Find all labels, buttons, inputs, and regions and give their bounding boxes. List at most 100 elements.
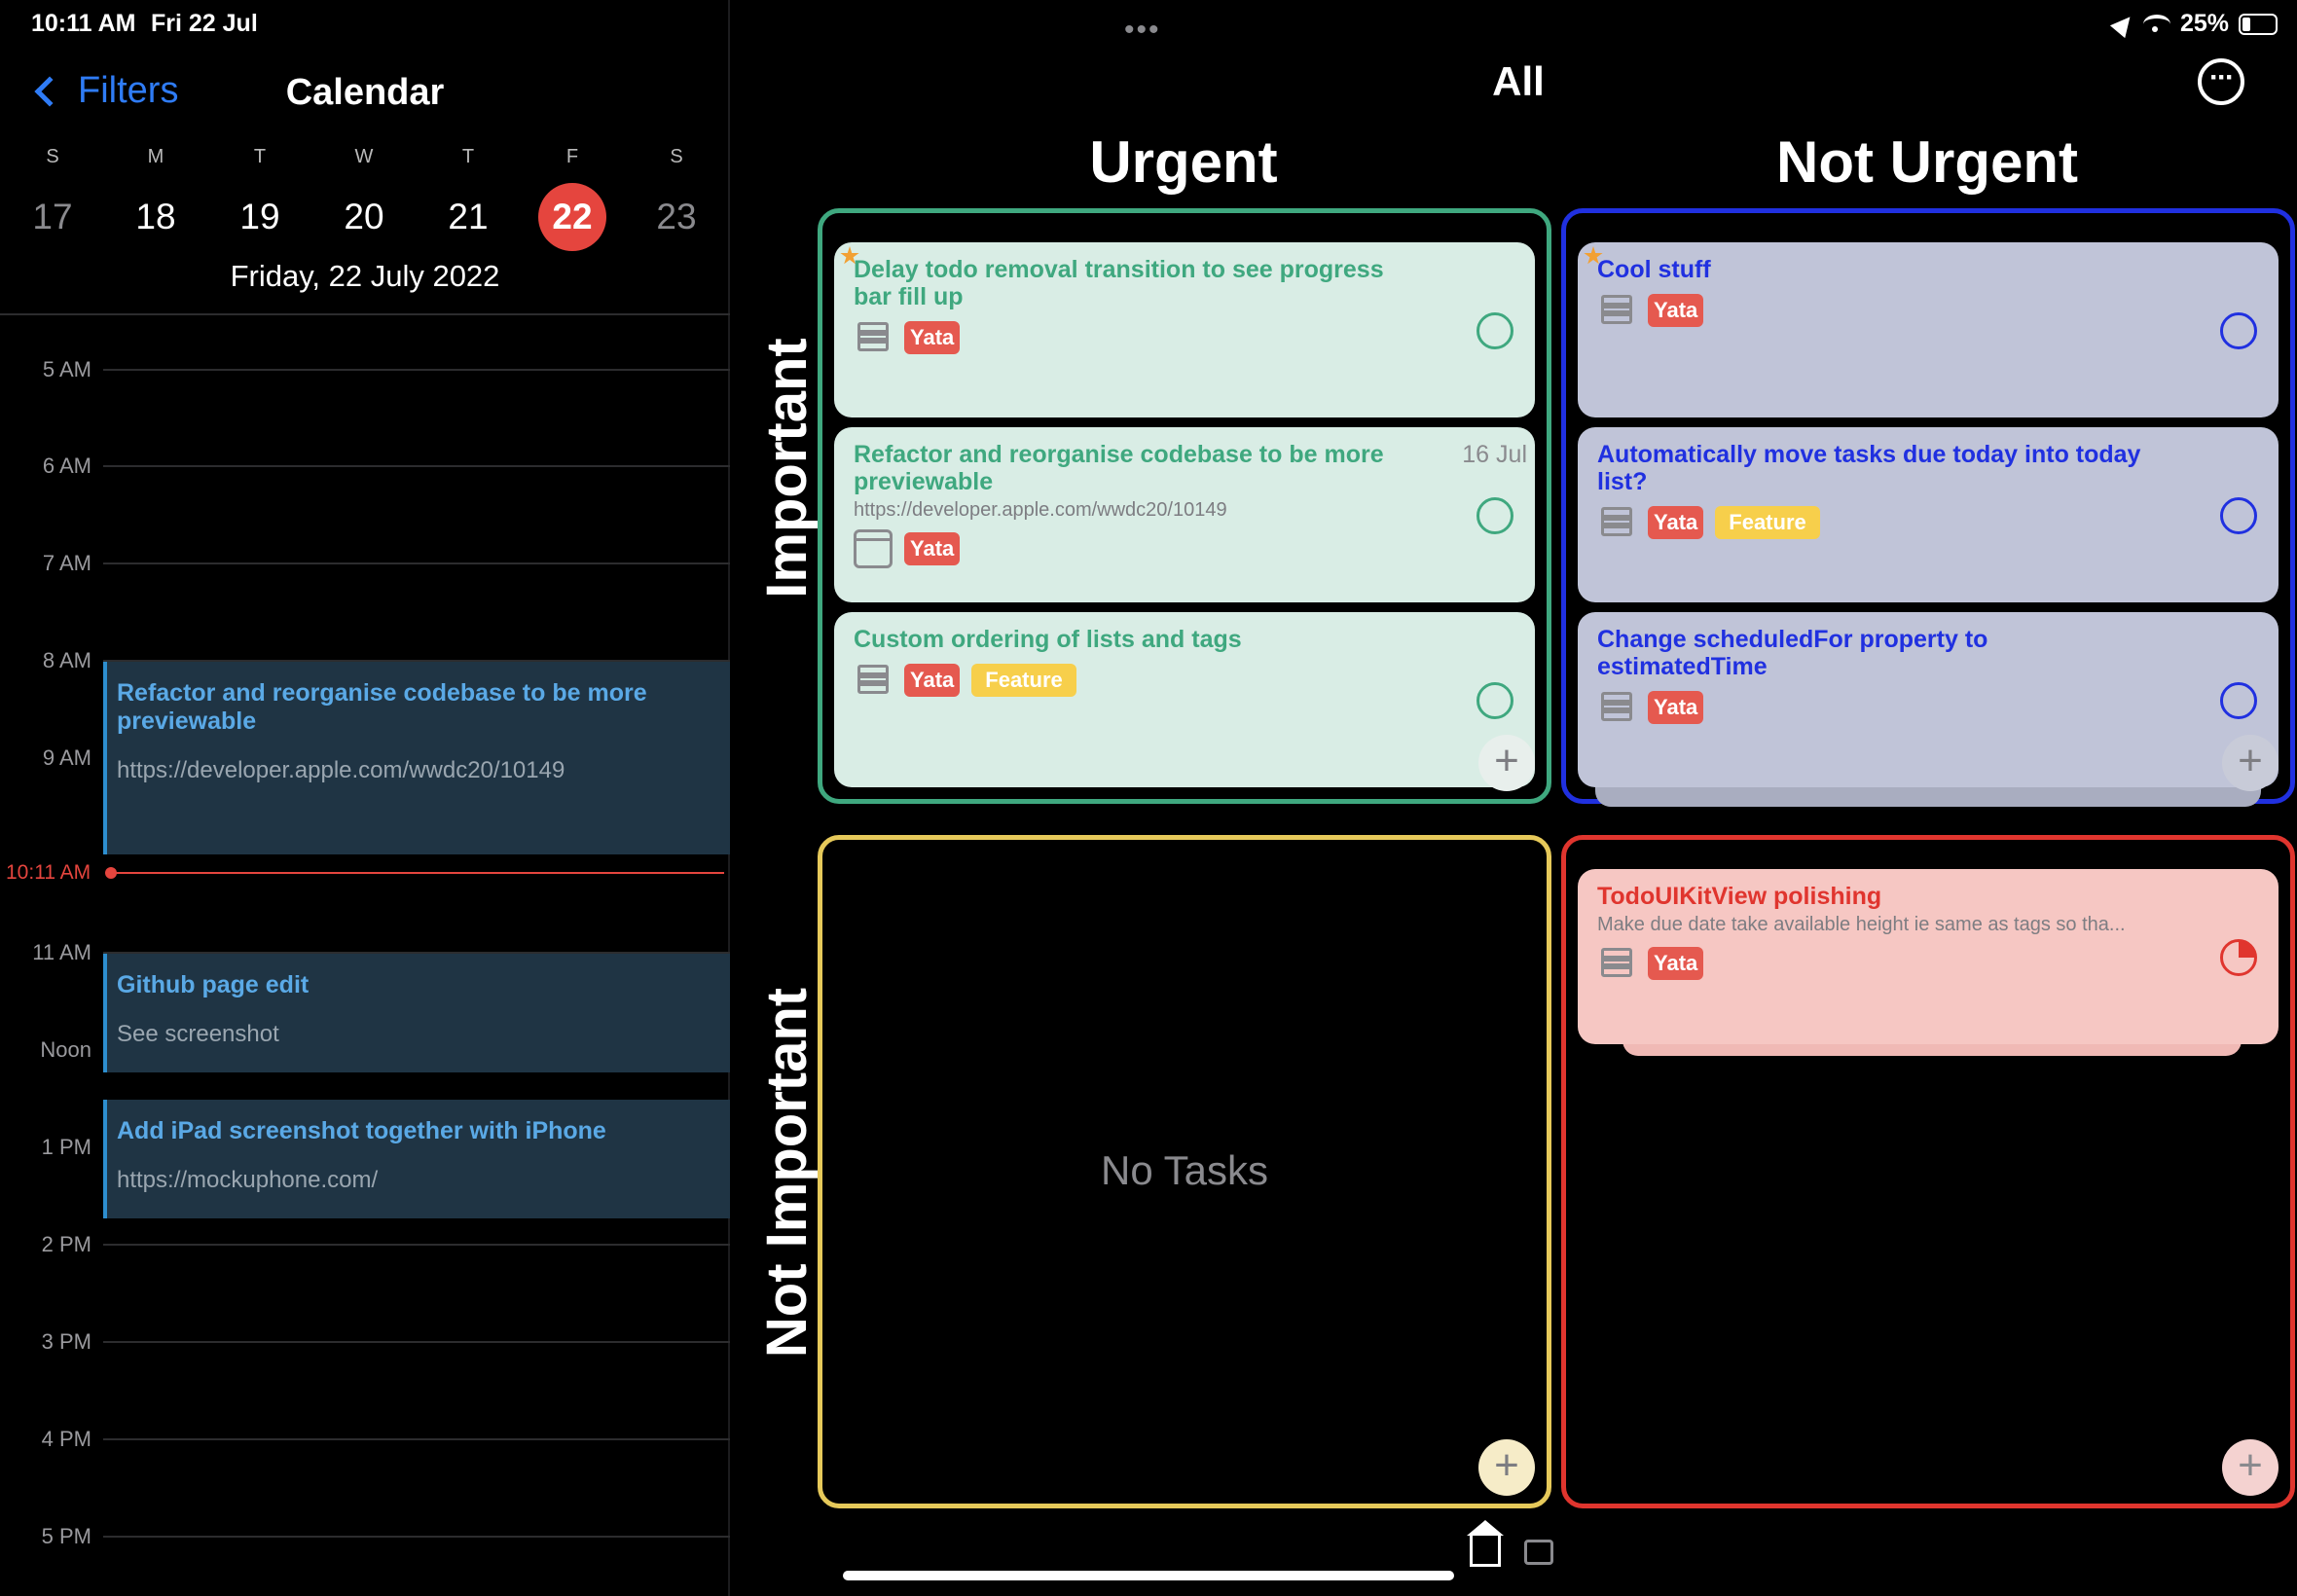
complete-checkbox[interactable] — [1477, 682, 1513, 719]
day-number: 22 — [538, 183, 606, 251]
list-icon[interactable] — [1524, 1540, 1553, 1565]
day-number: 21 — [448, 197, 489, 236]
multitask-handle[interactable]: ••• — [1124, 14, 1161, 46]
calendar-event[interactable]: Add iPad screenshot together with iPhone… — [103, 1100, 730, 1218]
add-task-button[interactable]: + — [2222, 1439, 2279, 1496]
home-icon[interactable] — [1467, 1520, 1504, 1567]
hour-row: 5 AM — [0, 357, 730, 398]
stack-icon — [1597, 944, 1636, 983]
task-tags: Yata — [854, 529, 1515, 568]
status-date: Fri 22 Jul — [151, 10, 258, 37]
stack-icon — [1597, 291, 1636, 330]
wifi-icon — [2142, 14, 2170, 34]
task-card[interactable]: Change scheduledFor property to estimate… — [1578, 612, 2279, 787]
progress-checkbox[interactable] — [2220, 939, 2257, 976]
day-number: 23 — [656, 197, 697, 236]
complete-checkbox[interactable] — [1477, 312, 1513, 349]
complete-checkbox[interactable] — [1477, 497, 1513, 534]
hour-label: Noon — [40, 1037, 91, 1062]
battery-percent: 25% — [2179, 10, 2229, 37]
hour-label: 3 PM — [41, 1329, 91, 1354]
hour-line — [103, 1438, 730, 1440]
hour-row: 11 AM — [0, 940, 730, 981]
task-title: Refactor and reorganise codebase to be m… — [854, 441, 1384, 495]
hour-label: 8 AM — [42, 648, 91, 672]
hour-line — [103, 1244, 730, 1246]
task-title: Change scheduledFor property to estimate… — [1597, 626, 1988, 680]
quadrant-not-urgent-not-important: TodoUIKitView polishing Make due date ta… — [1561, 835, 2295, 1508]
hour-row: 5 PM — [0, 1524, 730, 1565]
stack-icon — [1597, 688, 1636, 727]
stack-icon — [854, 318, 893, 357]
due-date: 16 Jul — [1462, 441, 1527, 468]
home-indicator[interactable] — [843, 1571, 1454, 1580]
event-title: Add iPad screenshot together with iPhone — [117, 1117, 606, 1144]
back-label: Filters — [78, 70, 179, 111]
day-sun[interactable]: S 17 — [14, 146, 91, 251]
task-card[interactable]: Custom ordering of lists and tags Yata F… — [834, 612, 1535, 787]
row-header-important: Important — [755, 338, 819, 598]
task-title: Automatically move tasks due today into … — [1597, 441, 2141, 495]
card-stack-shadow — [1595, 787, 2261, 807]
day-letter: T — [253, 146, 267, 167]
task-card[interactable]: Refactor and reorganise codebase to be m… — [834, 427, 1535, 602]
day-fri[interactable]: F 22 — [533, 146, 611, 251]
hour-label: 1 PM — [41, 1135, 91, 1159]
add-task-button[interactable]: + — [1478, 1439, 1535, 1496]
hour-line — [103, 952, 730, 954]
complete-checkbox[interactable] — [2220, 682, 2257, 719]
filters-back-button[interactable]: Filters — [29, 70, 178, 112]
tag-yata: Yata — [904, 321, 961, 354]
add-task-button[interactable]: + — [2222, 735, 2279, 791]
tag-yata: Yata — [1648, 506, 1704, 539]
task-tags: Yata Feature — [1597, 503, 2259, 542]
event-note: https://mockuphone.com/ — [117, 1167, 379, 1193]
complete-checkbox[interactable] — [2220, 497, 2257, 534]
calendar-event[interactable]: Refactor and reorganise codebase to be m… — [103, 662, 730, 854]
hour-label: 5 AM — [42, 357, 91, 381]
hour-line — [103, 465, 730, 467]
hour-row: 7 AM — [0, 551, 730, 592]
event-title: Refactor and reorganise codebase to be m… — [117, 679, 647, 735]
task-subtitle: Make due date take available height ie s… — [1597, 914, 2126, 935]
hour-label: 5 PM — [41, 1524, 91, 1548]
quadrant-urgent-important: Delay todo removal transition to see pro… — [818, 208, 1551, 804]
quadrant-not-urgent-important: Cool stuff Yata Automatically move tasks… — [1561, 208, 2295, 807]
task-title: Custom ordering of lists and tags — [854, 626, 1242, 653]
day-letter: S — [46, 146, 59, 167]
day-number: 20 — [344, 197, 384, 236]
current-time-label: 10:11 AM — [6, 861, 91, 884]
hour-label: 2 PM — [41, 1232, 91, 1256]
day-letter: S — [670, 146, 683, 167]
day-letter: W — [354, 146, 374, 167]
more-options-button[interactable]: ··· — [2198, 58, 2244, 105]
tag-yata: Yata — [904, 664, 961, 697]
hour-label: 9 AM — [42, 745, 91, 770]
add-task-button[interactable]: + — [1478, 735, 1535, 791]
day-number: 17 — [32, 197, 73, 236]
quadrant-urgent-not-important: No Tasks + — [818, 835, 1551, 1508]
hour-row: 2 PM — [0, 1232, 730, 1273]
task-tags: Yata — [1597, 291, 2259, 330]
column-header-urgent: Urgent — [1089, 129, 1278, 195]
hour-line — [103, 369, 730, 371]
task-title: TodoUIKitView polishing — [1597, 883, 1882, 910]
day-wed[interactable]: W 20 — [325, 146, 403, 251]
complete-checkbox[interactable] — [2220, 312, 2257, 349]
task-card[interactable]: Cool stuff Yata — [1578, 242, 2279, 417]
task-url[interactable]: https://developer.apple.com/wwdc20/10149 — [854, 499, 1227, 521]
day-letter: F — [565, 146, 579, 167]
day-letter: M — [147, 146, 164, 167]
task-card[interactable]: TodoUIKitView polishing Make due date ta… — [1578, 869, 2279, 1044]
day-sat[interactable]: S 23 — [638, 146, 715, 251]
tag-yata: Yata — [1648, 294, 1704, 327]
calendar-event[interactable]: Github page edit See screenshot — [103, 954, 730, 1072]
task-card[interactable]: Delay todo removal transition to see pro… — [834, 242, 1535, 417]
task-card[interactable]: Automatically move tasks due today into … — [1578, 427, 2279, 602]
task-title: Cool stuff — [1597, 256, 1711, 283]
hour-line — [103, 562, 730, 564]
